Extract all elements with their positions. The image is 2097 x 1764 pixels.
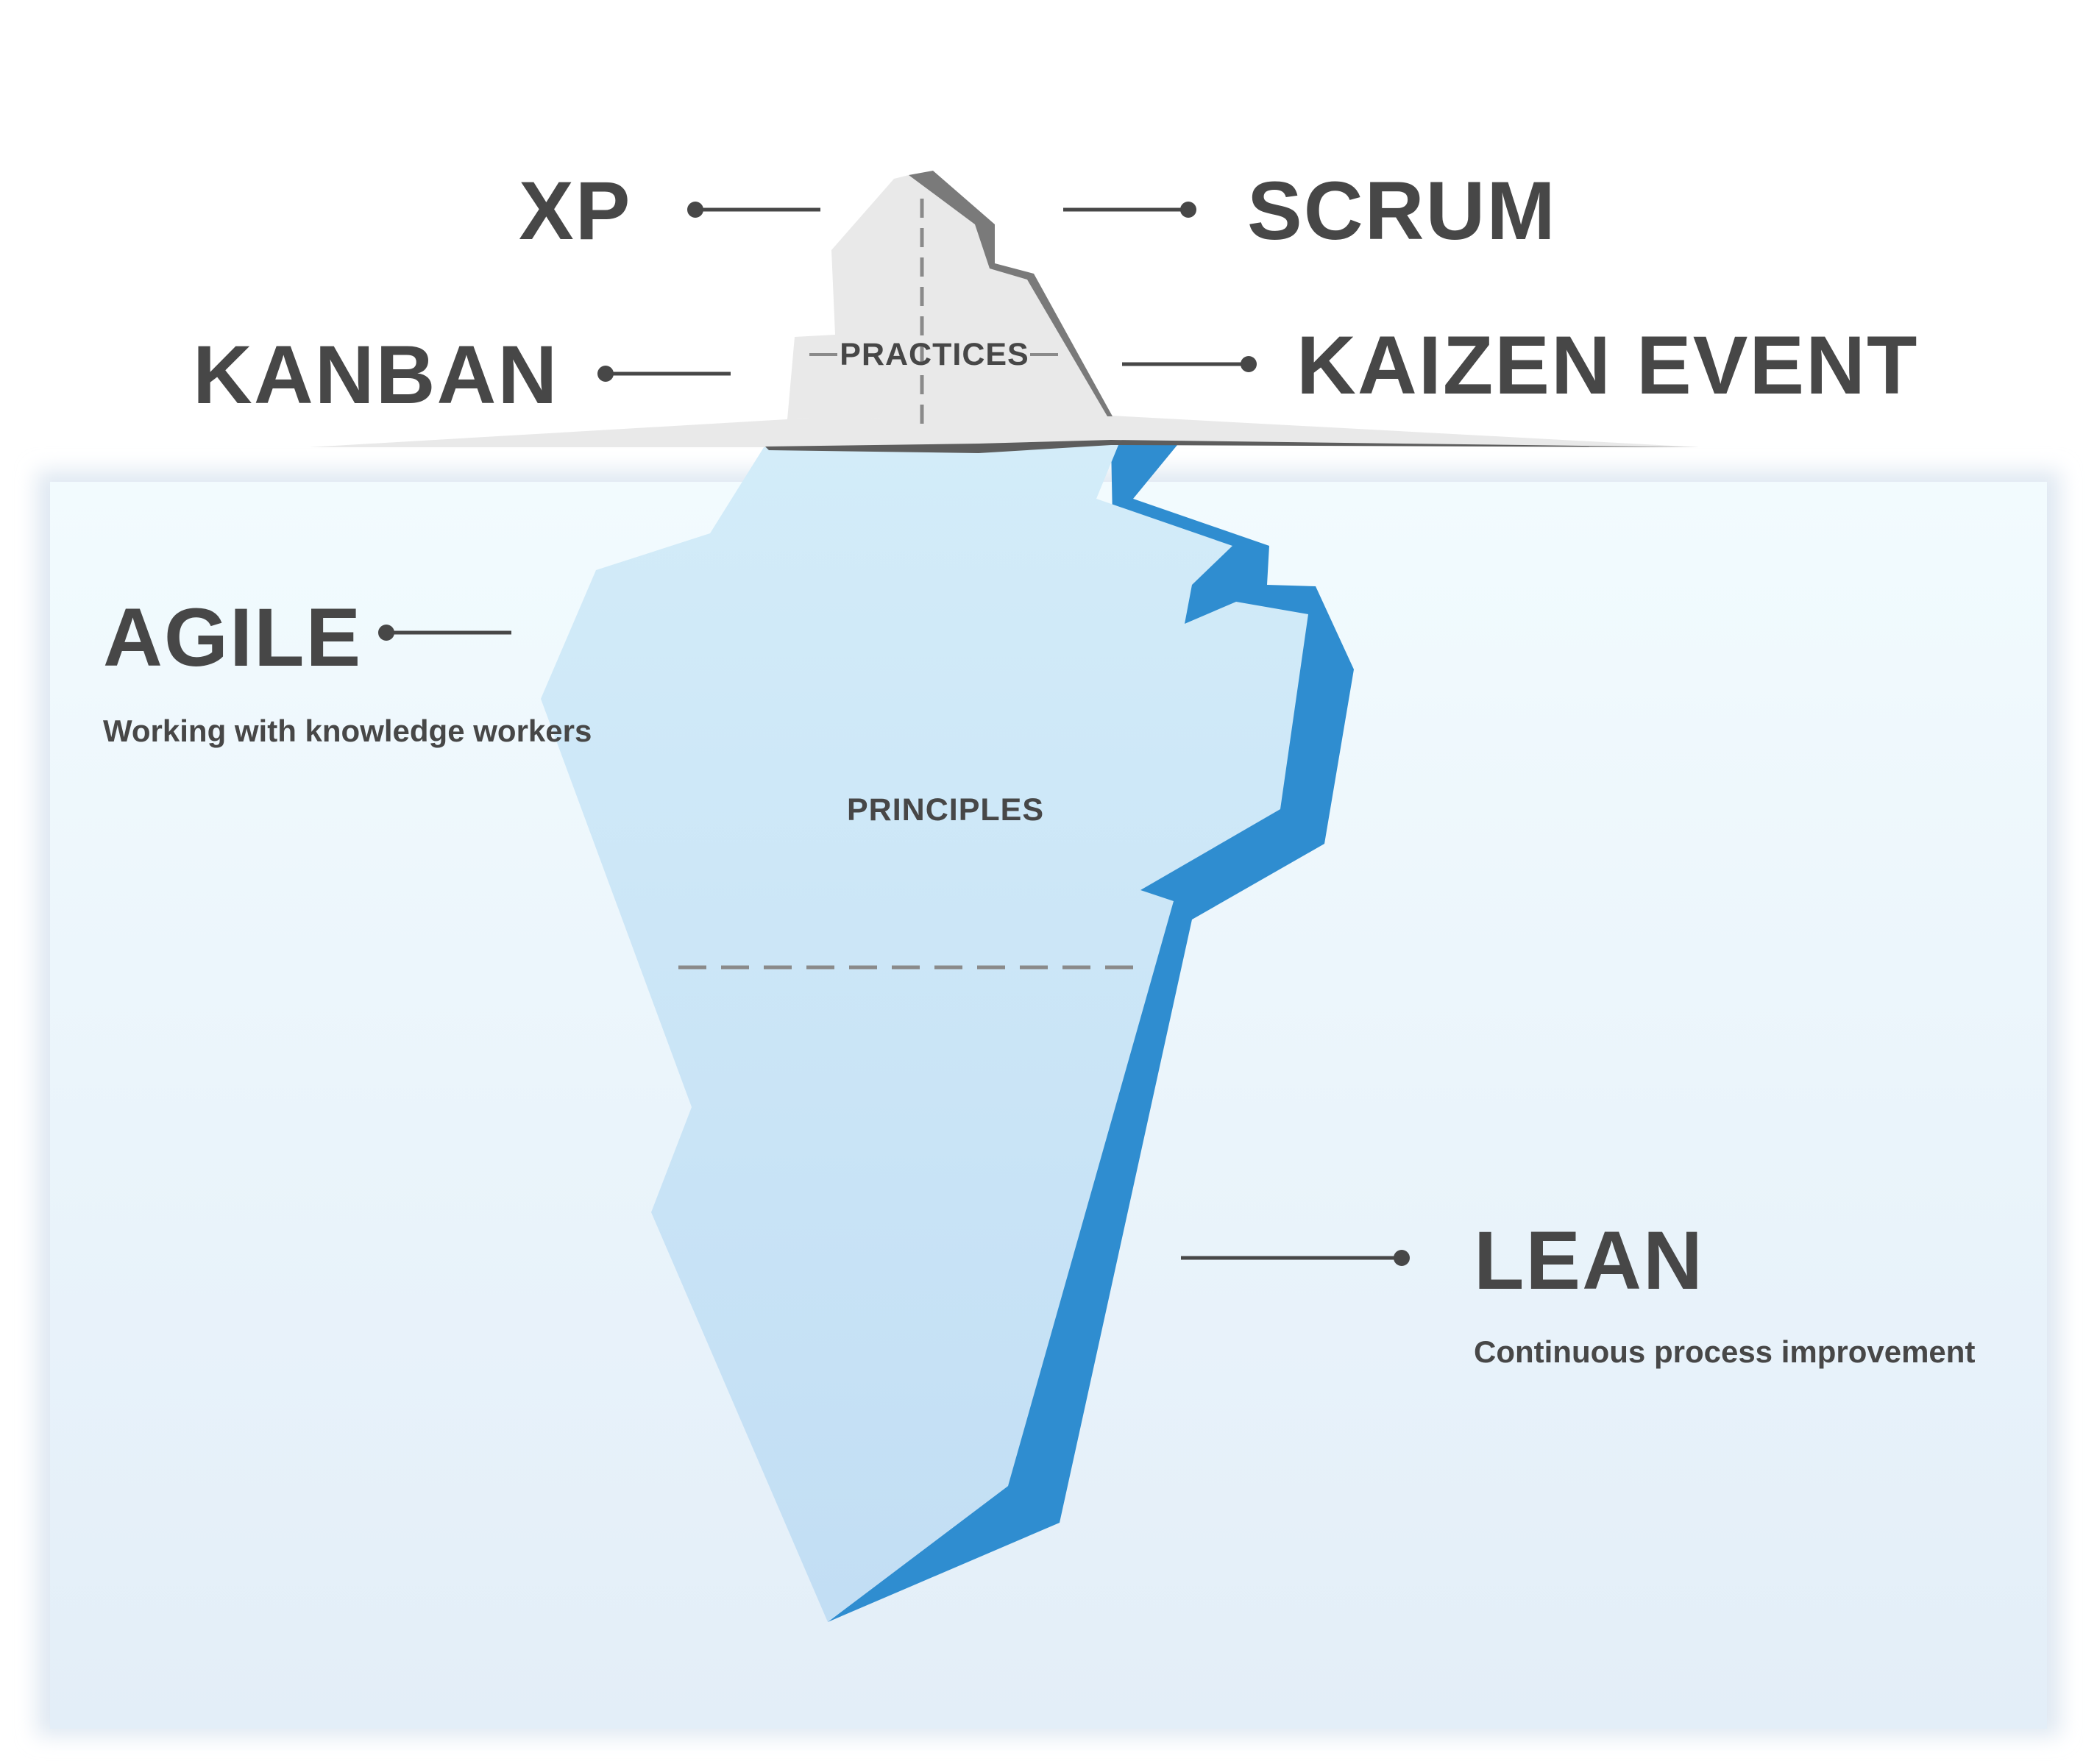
principles-label: PRINCIPLES xyxy=(847,792,1044,828)
label-scrum: SCRUM xyxy=(1247,165,1557,257)
connector-kanban xyxy=(597,366,731,382)
practices-label: PRACTICES xyxy=(840,337,1029,372)
label-agile: AGILE xyxy=(103,591,362,683)
label-xp: XP xyxy=(519,165,631,257)
connector-lean xyxy=(1181,1250,1410,1266)
connector-xp xyxy=(687,202,820,218)
connector-scrum xyxy=(1063,202,1196,218)
connector-kaizen-event xyxy=(1122,356,1257,372)
label-lean: LEAN xyxy=(1474,1214,1704,1306)
iceberg-underwater xyxy=(541,445,1308,1622)
waterline-ledge xyxy=(309,416,1700,450)
connector-agile xyxy=(378,625,511,641)
waterline-shadow xyxy=(765,440,1700,453)
label-kanban: KANBAN xyxy=(193,329,558,421)
lean-description: Continuous process improvement xyxy=(1474,1334,1975,1369)
label-kaizen-event: KAIZEN EVENT xyxy=(1296,319,1918,411)
iceberg-tip xyxy=(787,175,1107,419)
agile-description: Working with knowledge workers xyxy=(103,714,592,748)
